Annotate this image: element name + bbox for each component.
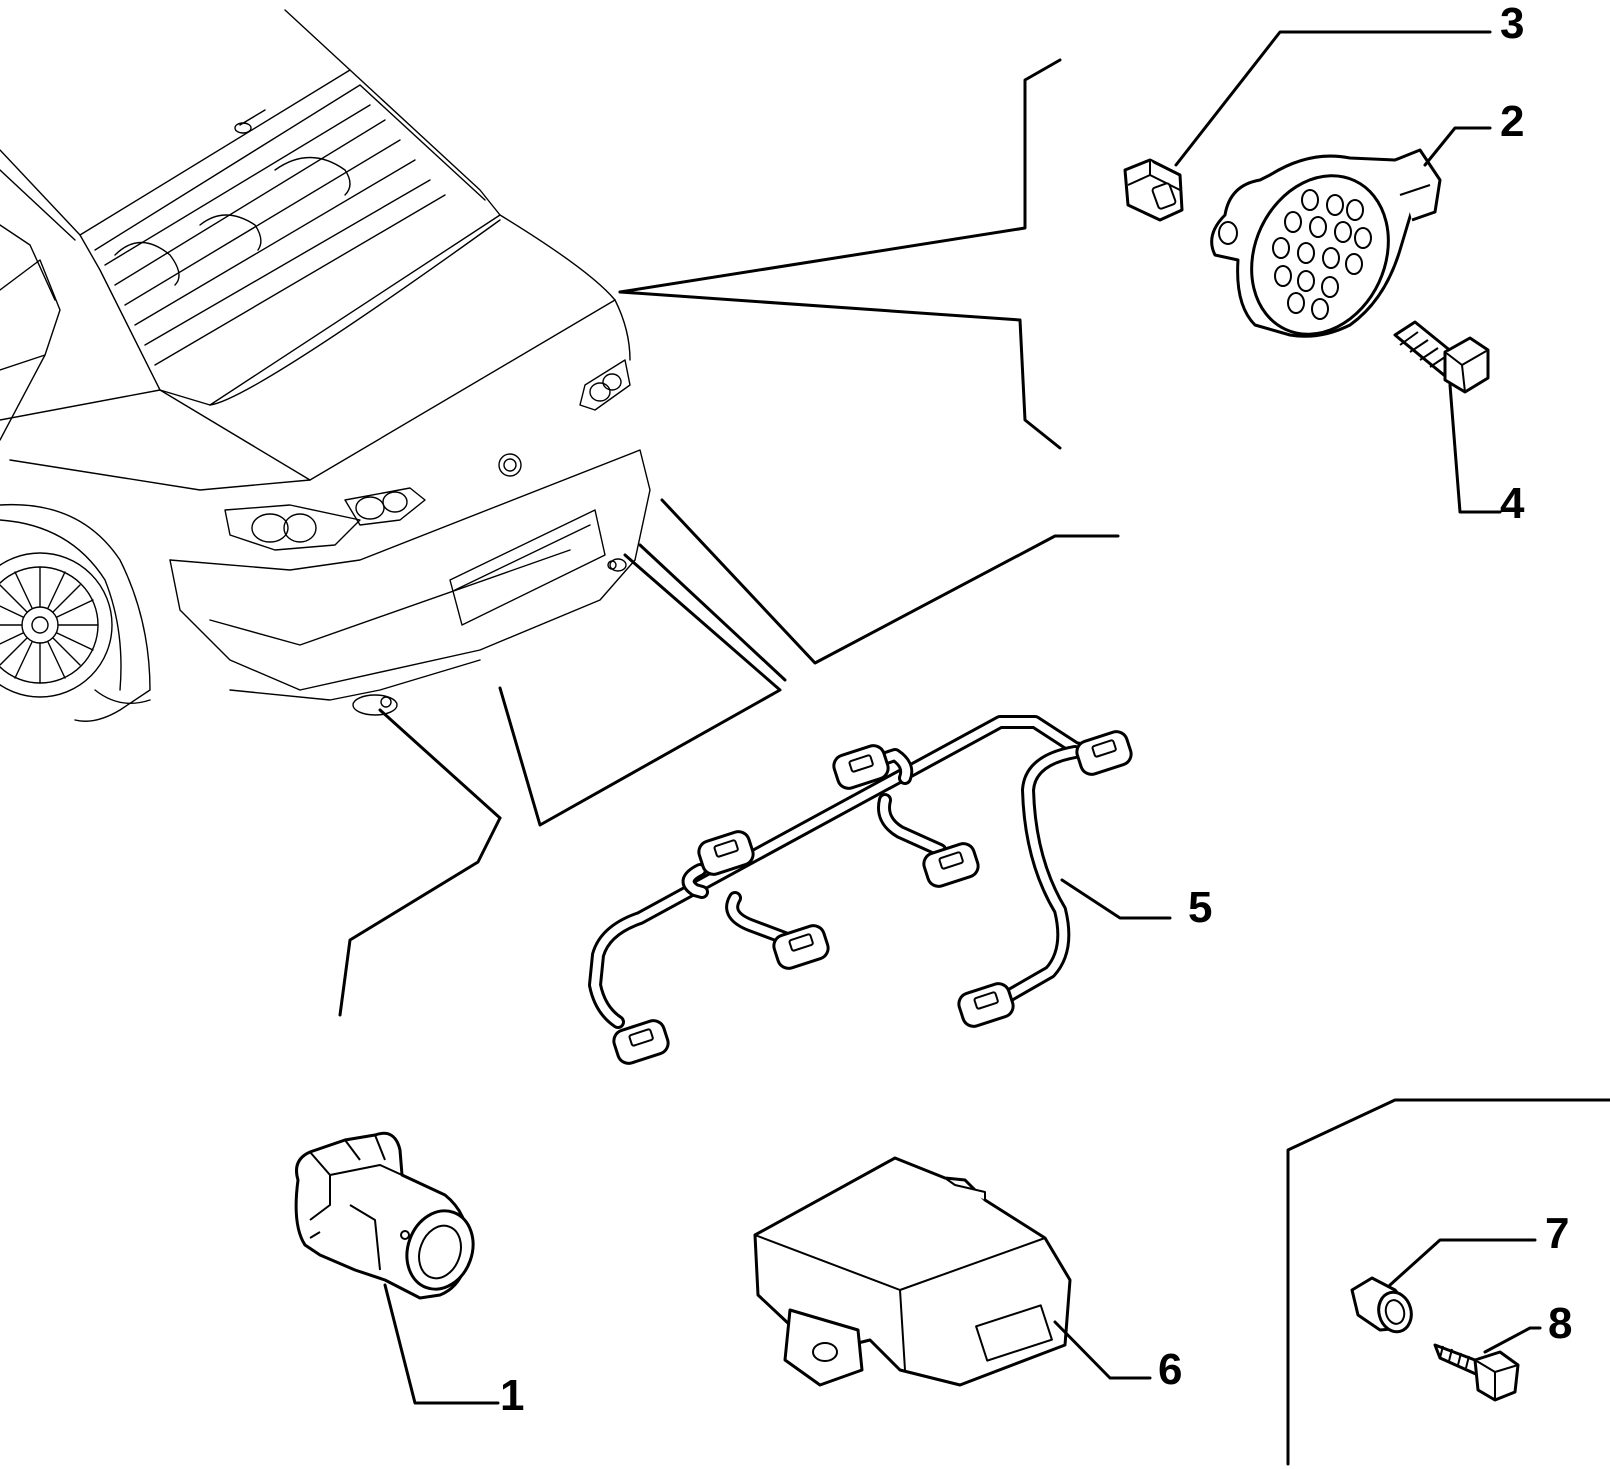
part-4-bolt[interactable] <box>1393 320 1502 514</box>
part-5-wiring-harness[interactable] <box>588 715 1172 1066</box>
callout-1: 1 <box>500 1371 524 1420</box>
part-8-screw[interactable] <box>1433 1326 1542 1402</box>
callout-2: 2 <box>1500 97 1524 146</box>
callout-5: 5 <box>1188 883 1212 932</box>
callout-8: 8 <box>1548 1299 1572 1348</box>
callout-3: 3 <box>1500 0 1524 48</box>
callout-numbers: 3 2 4 5 1 6 7 8 <box>500 0 1572 1420</box>
part-7-push-clip[interactable] <box>1350 1238 1537 1335</box>
callout-7: 7 <box>1545 1209 1569 1258</box>
callout-4: 4 <box>1500 479 1525 528</box>
buzzer-holes <box>1272 189 1372 320</box>
harness-wires <box>588 715 1102 1029</box>
part-2-buzzer[interactable] <box>1210 126 1492 357</box>
part-3-clip[interactable] <box>1123 30 1492 222</box>
part-1-parking-sensor[interactable] <box>294 1131 500 1405</box>
leader-lines <box>338 58 1610 1466</box>
callout-6: 6 <box>1158 1345 1182 1394</box>
harness-connectors <box>612 730 1133 1065</box>
part-6-control-unit[interactable] <box>753 1156 1152 1387</box>
car-rear-view <box>0 9 651 722</box>
